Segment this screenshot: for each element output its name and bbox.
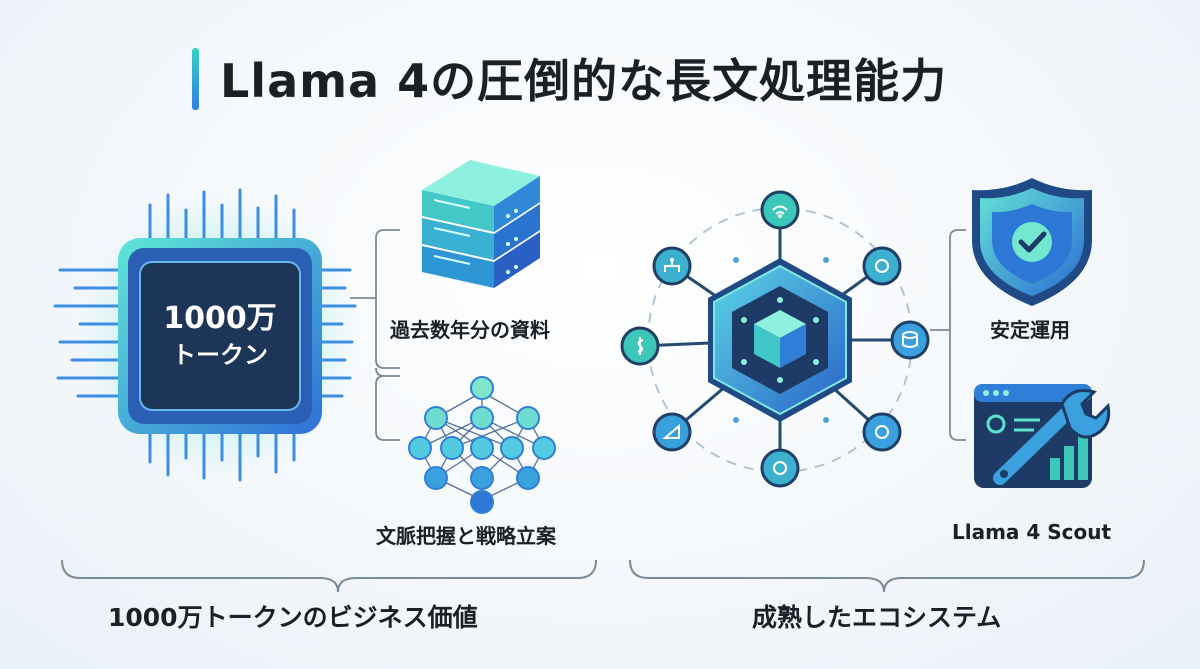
chip-label: 1000万 トークン [150, 300, 290, 372]
chip-icon [53, 188, 360, 482]
right-connector [930, 229, 966, 441]
hexagon-cube-icon [620, 190, 930, 488]
left-caption: 1000万トークンのビジネス価値 [108, 603, 478, 632]
label-stable-operation: 安定運用 [990, 318, 1070, 342]
left-brace [61, 559, 597, 593]
right-caption: 成熟したエコシステム [752, 603, 1002, 632]
wrench-window-icon [974, 384, 1111, 488]
title-accent-bar [192, 48, 199, 110]
shield-check-icon [972, 178, 1092, 306]
server-stack-icon [422, 160, 540, 288]
label-context-strategy: 文脈把握と戦略立案 [376, 524, 556, 548]
neural-network-icon [408, 376, 556, 514]
page-title: Llama 4の圧倒的な長文処理能力 [220, 54, 948, 108]
left-connector [350, 229, 400, 441]
label-llama-4-scout: Llama 4 Scout [952, 520, 1112, 544]
right-brace [629, 559, 1145, 593]
chip-label-line2: トークン [172, 341, 268, 369]
chip-label-line1: 1000万 [163, 301, 277, 336]
label-past-documents: 過去数年分の資料 [390, 318, 550, 342]
